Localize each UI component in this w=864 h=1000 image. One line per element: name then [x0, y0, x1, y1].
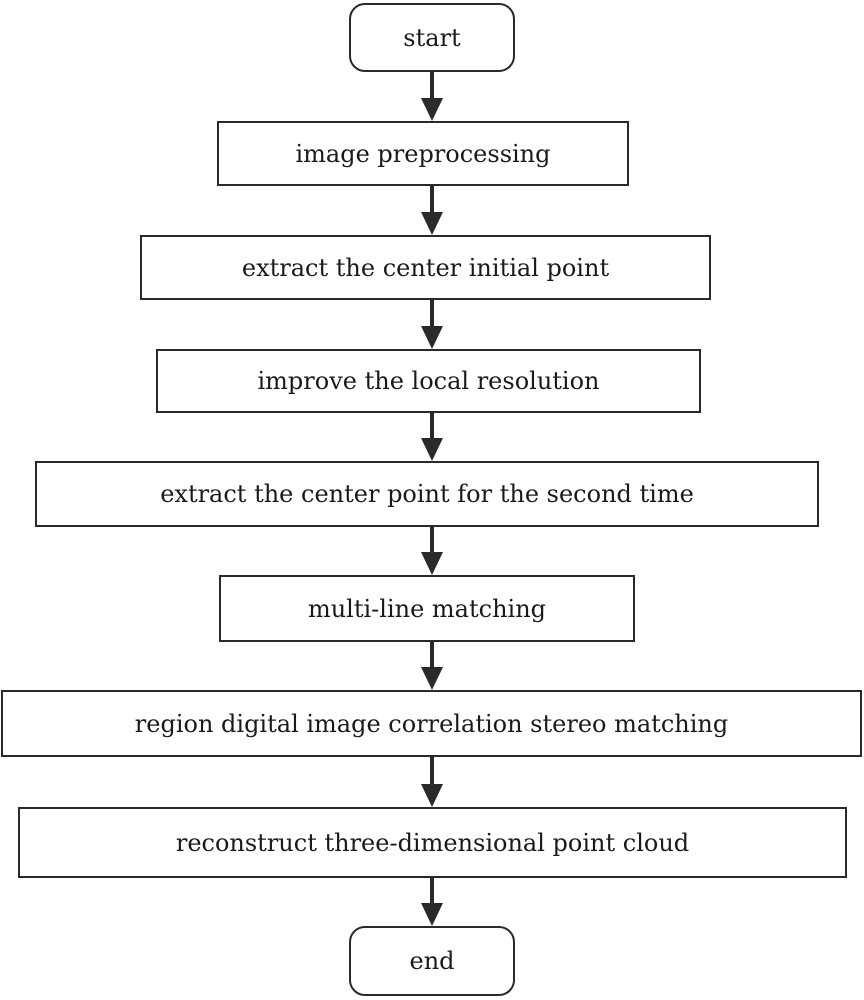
- step-label: multi-line matching: [307, 594, 547, 623]
- step-label: reconstruct three-dimensional point clou…: [175, 828, 690, 857]
- arrow-step-4-to-step-5: [421, 527, 443, 575]
- step-label: improve the local resolution: [257, 367, 600, 395]
- step-region-dic-stereo-matching: region digital image correlation stereo …: [1, 690, 862, 757]
- arrow-step-2-to-step-3: [421, 300, 443, 349]
- arrow-step-6-to-step-7: [421, 757, 443, 807]
- arrow-step-3-to-step-4: [421, 413, 443, 461]
- arrow-step-5-to-step-6: [421, 642, 443, 690]
- step-multi-line-matching: multi-line matching: [219, 575, 635, 642]
- start-node: start: [349, 3, 515, 72]
- step-label: region digital image correlation stereo …: [134, 709, 729, 738]
- step-image-preprocessing: image preprocessing: [217, 121, 629, 186]
- step-label: image preprocessing: [295, 139, 551, 168]
- start-label: start: [403, 23, 461, 52]
- arrow-step-1-to-step-2: [421, 186, 443, 235]
- arrow-step-7-to-end: [421, 878, 443, 926]
- step-label: extract the center point for the second …: [160, 480, 694, 508]
- step-extract-center-initial-point: extract the center initial point: [140, 235, 711, 300]
- step-reconstruct-point-cloud: reconstruct three-dimensional point clou…: [18, 807, 847, 878]
- step-label: extract the center initial point: [241, 253, 610, 282]
- step-extract-center-point-second-time: extract the center point for the second …: [35, 461, 819, 527]
- end-node: end: [349, 926, 515, 996]
- arrow-start-to-step-1: [421, 72, 443, 121]
- end-label: end: [409, 947, 455, 975]
- step-improve-local-resolution: improve the local resolution: [156, 349, 701, 413]
